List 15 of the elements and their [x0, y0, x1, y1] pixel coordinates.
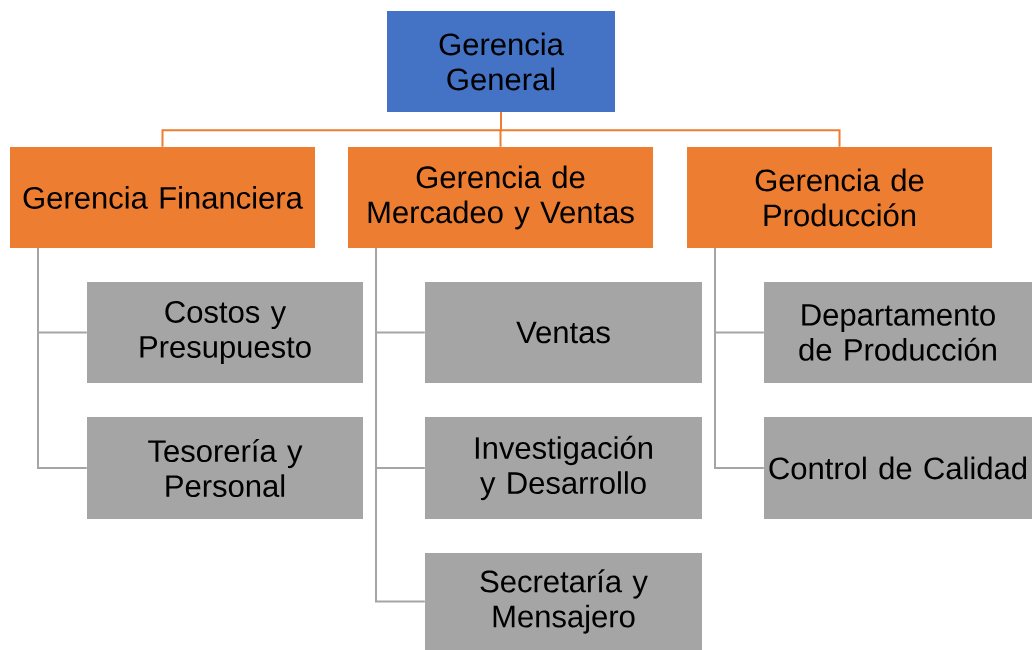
- connector-line: [375, 247, 426, 603]
- department-box: Gerencia Financiera: [10, 147, 315, 248]
- connector-line: [714, 247, 765, 469]
- unit-box: Control de Calidad: [764, 417, 1032, 519]
- department-box: Gerencia de Mercadeo y Ventas: [348, 147, 653, 248]
- connector-line: [500, 111, 841, 148]
- unit-box: Ventas: [425, 282, 702, 383]
- unit-box: Departamento de Producción: [764, 282, 1032, 383]
- department-box: Gerencia de Producción: [687, 147, 992, 248]
- manager-box: Gerencia General: [387, 11, 615, 112]
- connector-line: [37, 247, 88, 469]
- unit-box: Investigación y Desarrollo: [425, 417, 702, 519]
- unit-box: Tesorería y Personal: [87, 417, 363, 519]
- unit-box: Costos y Presupuesto: [87, 282, 363, 383]
- unit-box: Secretaría y Mensajero: [425, 553, 702, 650]
